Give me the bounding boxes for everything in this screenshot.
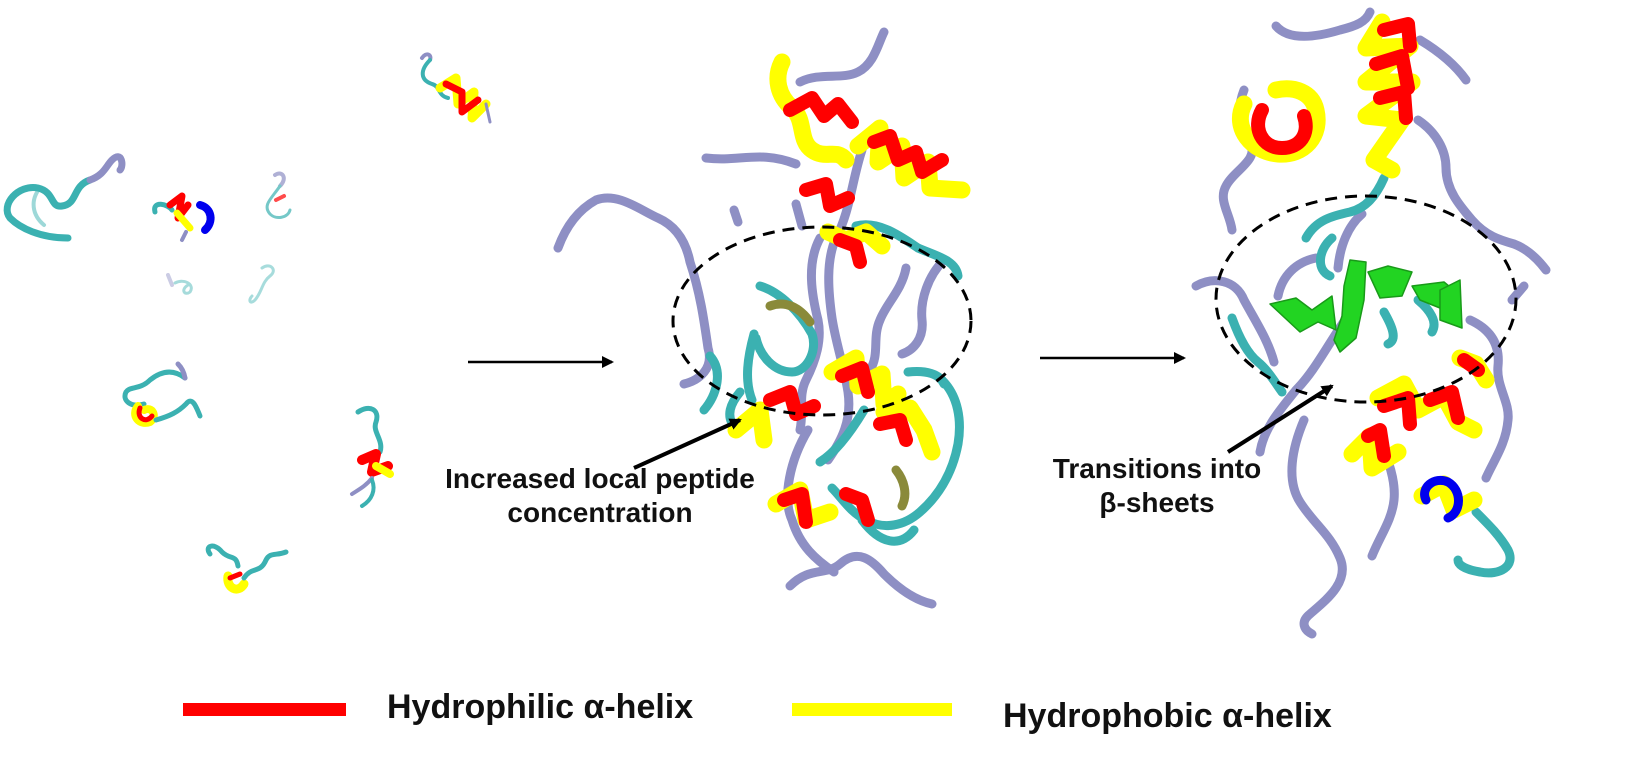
three-ten-helix-segment xyxy=(1420,476,1463,523)
peptide-monomer xyxy=(3,153,126,242)
legend-swatch-hydrophilic xyxy=(183,703,346,716)
peptide-monomer xyxy=(248,264,275,304)
peptide-monomer xyxy=(265,171,292,219)
beta-sheet-region-ellipse xyxy=(1214,194,1518,404)
olive-turn-segment xyxy=(765,299,910,511)
beta-sheet-strands xyxy=(1269,259,1463,353)
turn-segments xyxy=(1227,173,1515,578)
peptide-monomer xyxy=(205,543,289,594)
legend-label-hydrophobic: Hydrophobic α-helix xyxy=(1003,697,1332,735)
peptide-monomer xyxy=(350,405,394,508)
transition-pointer-arrow xyxy=(1226,384,1334,454)
aggregation-pointer-arrow xyxy=(633,418,742,470)
transition-annotation: Transitions into β-sheets xyxy=(1052,453,1262,518)
peptide-monomer xyxy=(122,361,203,427)
hydrophilic-helix-segments xyxy=(1251,17,1485,463)
peptide-monomer xyxy=(166,273,193,295)
legend-swatch-hydrophobic xyxy=(792,703,952,716)
dispersed-peptides xyxy=(3,52,492,594)
aggregation-annotation: Increased local peptide concentration xyxy=(445,463,755,528)
aggregation-region-ellipse xyxy=(671,225,973,417)
random-coil-segments xyxy=(1191,7,1551,639)
hydrophilic-helix-segments xyxy=(763,91,949,529)
peptide-monomer xyxy=(152,192,215,242)
peptide-monomer xyxy=(420,52,492,124)
legend-label-hydrophilic: Hydrophilic α-helix xyxy=(387,688,694,726)
beta-sheet-aggregate xyxy=(1191,7,1551,639)
